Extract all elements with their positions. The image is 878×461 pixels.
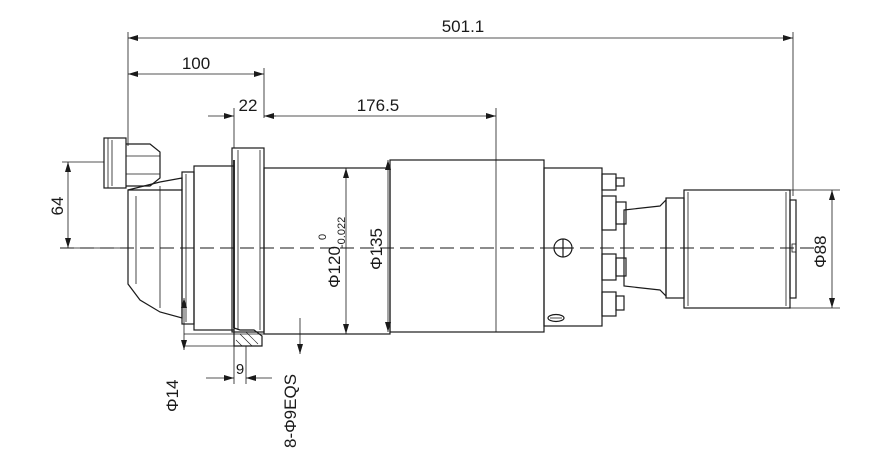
front-nose [623, 189, 797, 309]
flange [231, 147, 265, 347]
dim-9 [206, 346, 272, 384]
dim-holes-label: 8-Φ9EQS [281, 374, 300, 448]
dim-diameter-14-label: Φ14 [163, 380, 182, 412]
dim-holes [297, 318, 303, 354]
dim-100 [128, 68, 265, 118]
dim-diameter-120-label: Φ120 [325, 246, 344, 288]
dim-64 [62, 161, 120, 249]
dim-diameter-135-label: Φ135 [367, 228, 386, 270]
dim-diameter-135 [385, 160, 391, 332]
dim-9-label: 9 [236, 361, 244, 378]
dim-100-label: 100 [182, 54, 210, 73]
dim-176-5-label: 176.5 [357, 96, 400, 115]
dim-64-label: 64 [48, 197, 67, 216]
dim-22-label: 22 [239, 96, 258, 115]
tolerance-lower: -0.022 [336, 217, 348, 248]
fittings [601, 173, 627, 317]
dim-diameter-120 [343, 168, 349, 334]
tolerance-upper: 0 [317, 234, 329, 240]
dim-176-5 [264, 108, 497, 160]
dim-overall-length-label: 501.1 [442, 17, 485, 36]
dim-overall-length [127, 32, 794, 196]
dim-diameter-14 [181, 298, 300, 350]
dim-diameter-88 [790, 189, 840, 309]
rear-connector [103, 137, 161, 189]
main-body [263, 159, 603, 335]
dim-diameter-88-label: Φ88 [811, 236, 830, 268]
